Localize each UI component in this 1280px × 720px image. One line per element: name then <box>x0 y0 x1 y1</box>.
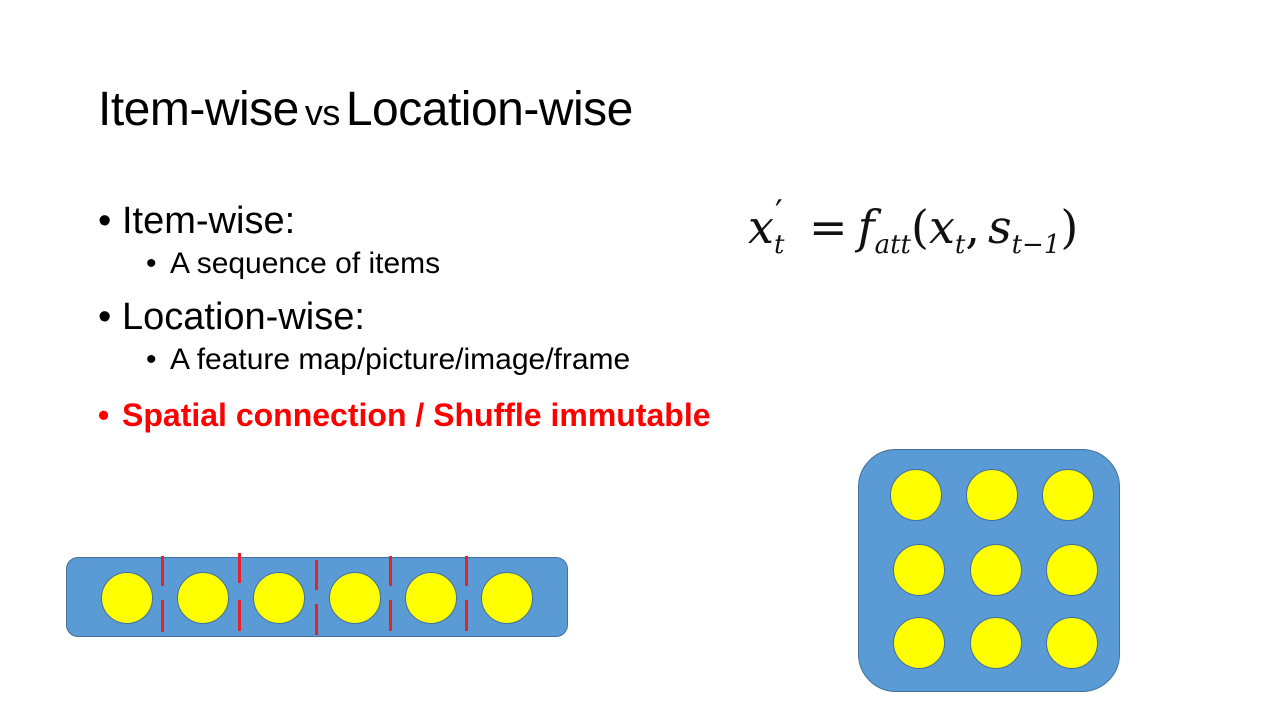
formula-arg1-sub: t <box>954 230 966 260</box>
item-circle <box>481 572 533 624</box>
location-grid-diagram <box>858 449 1120 692</box>
formula-equals: = <box>809 200 848 254</box>
bullet-icon: • <box>98 397 110 433</box>
sub-bullet-text: A feature map/picture/image/frame <box>170 343 631 376</box>
formula-lhs-sub: t <box>773 230 785 260</box>
formula-arg2: s <box>988 200 1012 254</box>
sub-bullet-sequence: • A sequence of items <box>146 244 858 284</box>
formula-prime: ′ <box>774 193 783 233</box>
item-divider <box>389 556 392 586</box>
item-circle <box>101 572 153 624</box>
grid-circle <box>966 469 1018 521</box>
bullet-icon: • <box>98 200 112 242</box>
bullet-icon: • <box>146 343 157 376</box>
item-circle <box>253 572 305 624</box>
grid-circle <box>893 544 945 596</box>
item-divider <box>161 556 164 586</box>
item-divider <box>238 553 241 583</box>
grid-circle <box>1042 469 1094 521</box>
formula-arg2-sub: t−1 <box>1011 230 1061 260</box>
item-divider <box>389 600 392 631</box>
item-divider <box>315 560 318 590</box>
item-divider <box>465 556 468 586</box>
bullet-text: Item-wise: <box>122 200 296 242</box>
formula-lhs-var: x <box>748 200 774 254</box>
bullet-highlight: • Spatial connection / Shuffle immutable <box>98 392 858 438</box>
grid-circle <box>1046 617 1098 669</box>
formula-func-sub: att <box>874 230 912 260</box>
bullet-icon: • <box>146 247 157 280</box>
sub-bullet-feature-map: • A feature map/picture/image/frame <box>146 340 858 380</box>
formula-close-paren: ) <box>1060 200 1079 254</box>
sub-bullet-text: A sequence of items <box>170 247 441 280</box>
grid-circle <box>893 617 945 669</box>
highlight-text: Spatial connection / Shuffle immutable <box>122 397 711 433</box>
title-item-wise: Item-wise <box>98 83 299 136</box>
formula-arg1: x <box>928 200 955 254</box>
formula-func: f <box>857 200 875 254</box>
bullet-list: • Item-wise: • A sequence of items • Loc… <box>98 198 858 438</box>
grid-circle <box>970 544 1022 596</box>
bullet-item-wise: • Item-wise: <box>98 198 858 244</box>
title-location-wise: Location-wise <box>345 83 633 136</box>
item-circle <box>177 572 229 624</box>
item-divider <box>315 604 318 635</box>
bullet-location-wise: • Location-wise: <box>98 294 858 340</box>
grid-circle <box>1046 544 1098 596</box>
attention-formula: x′t =fatt(xt,st−1) <box>748 192 1078 280</box>
bullet-icon: • <box>98 296 112 338</box>
item-divider <box>465 600 468 631</box>
item-circle <box>405 572 457 624</box>
item-divider <box>161 600 164 632</box>
formula-open-paren: ( <box>911 200 929 254</box>
formula-comma: , <box>965 200 980 254</box>
grid-circle <box>890 469 942 521</box>
item-divider <box>238 600 241 631</box>
title-vs: vs <box>304 92 341 133</box>
grid-circle <box>970 617 1022 669</box>
bullet-text: Location-wise: <box>122 296 365 338</box>
item-circle <box>329 572 381 624</box>
